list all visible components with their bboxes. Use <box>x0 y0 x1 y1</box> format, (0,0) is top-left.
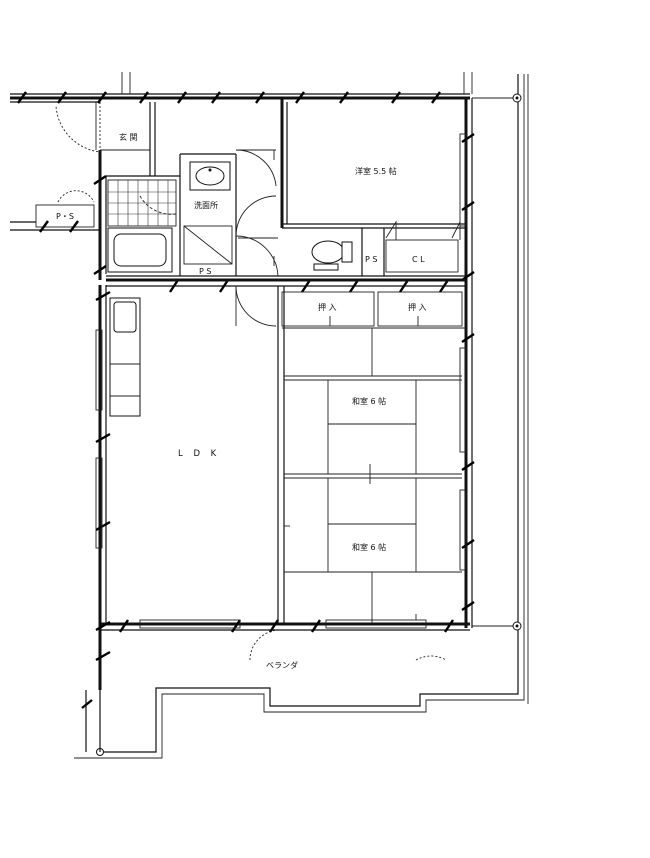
bathtub <box>107 227 173 273</box>
veranda-outline <box>74 74 529 759</box>
tatami-layout <box>284 328 462 624</box>
room-label-japanese-2: 和室 6 帖 <box>352 542 386 552</box>
plus-marks <box>273 150 419 620</box>
ps-label-outside: P・S <box>56 212 74 221</box>
room-label-western: 洋室 5.5 帖 <box>355 166 397 176</box>
ps-label-washroom: P S <box>199 267 211 276</box>
room-label-washroom: 洗面所 <box>194 200 218 210</box>
room-label-ldk: L D K <box>178 449 220 459</box>
ps-label-toilet: P S <box>365 255 377 264</box>
room-label-veranda: ベランダ <box>266 660 298 670</box>
wash-basin <box>189 161 231 191</box>
exterior-walls <box>10 72 473 690</box>
room-label-entrance: 玄 関 <box>119 132 138 142</box>
closet-label-left: 押 入 <box>318 302 337 312</box>
room-label-japanese-1: 和室 6 帖 <box>352 396 386 406</box>
kitchen-counter <box>109 297 141 417</box>
interior-walls <box>95 98 466 624</box>
windows <box>95 133 467 629</box>
closet-label-right: 押 入 <box>408 302 427 312</box>
shower-tiles <box>107 179 177 227</box>
cl-label: C L <box>412 255 425 264</box>
washing-machine-pan <box>183 225 233 265</box>
wall-hatching <box>17 91 475 709</box>
toilet <box>311 240 353 271</box>
doors <box>55 102 461 661</box>
